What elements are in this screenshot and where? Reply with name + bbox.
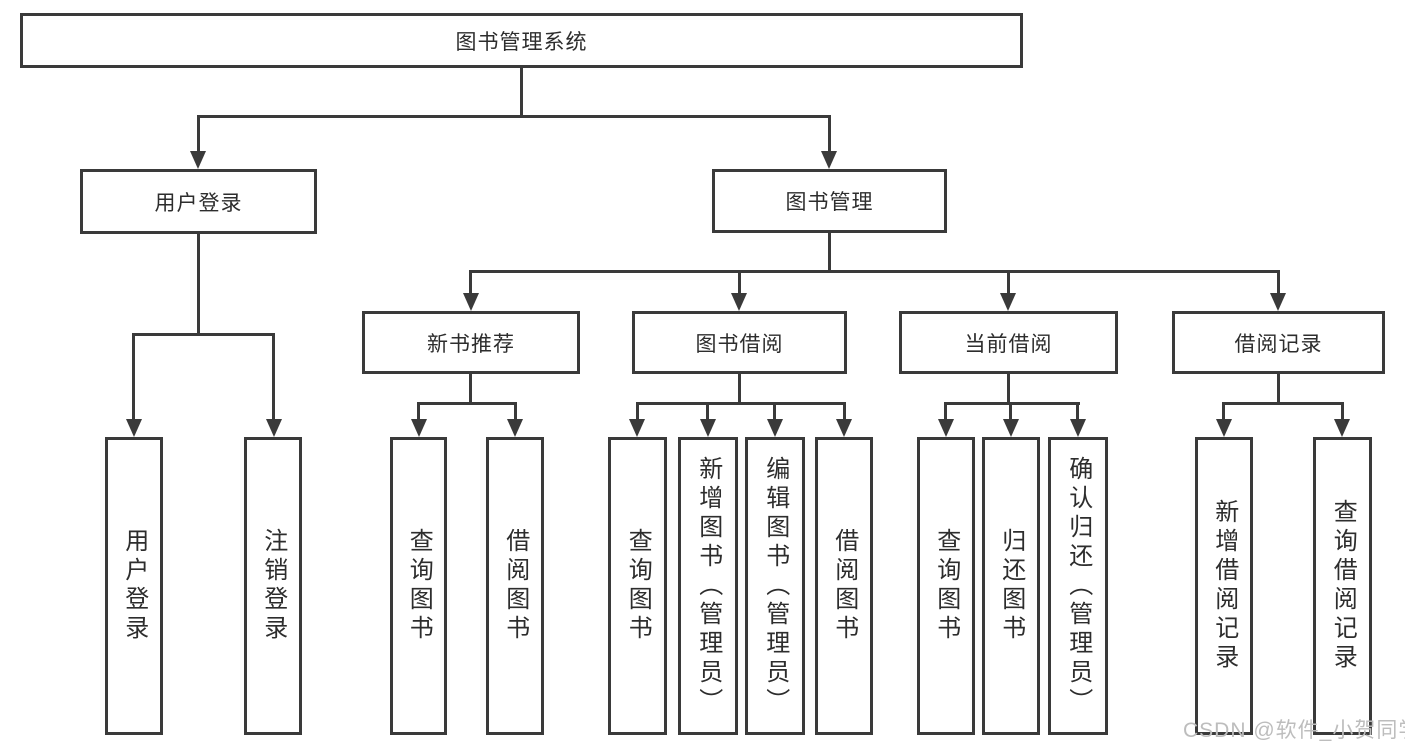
leaf-add-book-admin-label: 新增图书（管理员） <box>694 455 722 717</box>
leaf-user-login: 用户登录 <box>105 437 163 735</box>
connector-line <box>944 402 947 423</box>
connector-line <box>469 270 1280 273</box>
leaf-add-borrow-record-label: 新增借阅记录 <box>1210 499 1238 673</box>
arrow-down-icon <box>1003 419 1019 437</box>
leaf-user-login-label: 用户登录 <box>120 528 148 644</box>
connector-line <box>417 402 517 405</box>
node-borrowing-records-label: 借阅记录 <box>1234 332 1323 356</box>
leaf-borrow-book-recommend-label: 借阅图书 <box>501 528 529 644</box>
connector-line <box>197 115 200 155</box>
leaf-edit-book-admin-label: 编辑图书（管理员） <box>761 455 789 717</box>
leaf-borrow-book-label: 借阅图书 <box>830 528 858 644</box>
connector-line <box>132 333 275 336</box>
node-user-login-label: 用户登录 <box>154 191 243 215</box>
leaf-borrow-book-recommend: 借阅图书 <box>486 437 544 735</box>
arrow-down-icon <box>190 151 206 169</box>
arrow-down-icon <box>1070 419 1086 437</box>
arrow-down-icon <box>700 419 716 437</box>
leaf-query-book-recommend: 查询图书 <box>390 437 447 735</box>
connector-line <box>1007 374 1010 405</box>
node-book-management-label: 图书管理 <box>785 191 874 214</box>
connector-line <box>469 270 472 296</box>
leaf-confirm-return-admin-label: 确认归还（管理员） <box>1064 455 1092 717</box>
connector-line <box>773 402 776 423</box>
connector-line <box>828 233 831 273</box>
connector-line <box>1277 374 1280 405</box>
arrow-down-icon <box>938 419 954 437</box>
connector-line <box>469 374 472 405</box>
leaf-logout: 注销登录 <box>244 437 302 735</box>
leaf-add-book-admin: 新增图书（管理员） <box>678 437 738 735</box>
leaf-return-book: 归还图书 <box>982 437 1040 735</box>
leaf-logout-label: 注销登录 <box>259 528 287 644</box>
arrow-down-icon <box>411 419 427 437</box>
connector-line <box>1007 270 1010 296</box>
csdn-watermark: CSDN @软件_小贺同学 <box>1183 719 1405 742</box>
node-current-borrowing-label: 当前借阅 <box>964 332 1053 356</box>
connector-line <box>272 333 275 423</box>
leaf-query-book-current: 查询图书 <box>917 437 975 735</box>
node-library-system: 图书管理系统 <box>20 13 1023 68</box>
arrow-down-icon <box>821 151 837 169</box>
connector-line <box>1341 402 1344 423</box>
connector-line <box>738 270 741 296</box>
leaf-query-book-current-label: 查询图书 <box>932 528 960 644</box>
connector-line <box>132 333 135 423</box>
node-user-login: 用户登录 <box>80 169 317 234</box>
leaf-query-book-recommend-label: 查询图书 <box>405 528 433 644</box>
connector-line <box>520 68 523 118</box>
node-borrowing-records: 借阅记录 <box>1172 311 1385 374</box>
arrow-down-icon <box>1334 419 1350 437</box>
connector-line <box>1076 402 1079 423</box>
connector-line <box>197 115 831 118</box>
connector-line <box>636 402 846 405</box>
leaf-query-borrow-record: 查询借阅记录 <box>1313 437 1372 735</box>
connector-line <box>828 115 831 155</box>
node-current-borrowing: 当前借阅 <box>899 311 1118 374</box>
connector-line <box>843 402 846 423</box>
arrow-down-icon <box>767 419 783 437</box>
arrow-down-icon <box>1216 419 1232 437</box>
connector-line <box>1277 270 1280 296</box>
leaf-edit-book-admin: 编辑图书（管理员） <box>745 437 805 735</box>
node-library-system-label: 图书管理系统 <box>455 30 588 54</box>
connector-line <box>636 402 639 423</box>
connector-line <box>1222 402 1225 423</box>
leaf-confirm-return-admin: 确认归还（管理员） <box>1048 437 1108 735</box>
arrow-down-icon <box>731 293 747 311</box>
node-book-management: 图书管理 <box>712 169 947 233</box>
connector-line <box>514 402 517 423</box>
arrow-down-icon <box>1270 293 1286 311</box>
leaf-return-book-label: 归还图书 <box>997 528 1025 644</box>
connector-line <box>197 234 200 336</box>
leaf-query-borrow-record-label: 查询借阅记录 <box>1329 499 1357 673</box>
arrow-down-icon <box>507 419 523 437</box>
node-new-book-recommendation: 新书推荐 <box>362 311 580 374</box>
connector-line <box>417 402 420 423</box>
node-book-borrowing: 图书借阅 <box>632 311 847 374</box>
connector-line <box>1222 402 1344 405</box>
arrow-down-icon <box>629 419 645 437</box>
connector-line <box>738 374 741 405</box>
leaf-query-book-borrowing: 查询图书 <box>608 437 667 735</box>
arrow-down-icon <box>836 419 852 437</box>
connector-line <box>944 402 1080 405</box>
arrow-down-icon <box>1000 293 1016 311</box>
leaf-borrow-book: 借阅图书 <box>815 437 873 735</box>
arrow-down-icon <box>266 419 282 437</box>
connector-line <box>706 402 709 423</box>
arrow-down-icon <box>126 419 142 437</box>
node-book-borrowing-label: 图书借阅 <box>695 332 784 356</box>
leaf-query-book-borrowing-label: 查询图书 <box>624 528 652 644</box>
connector-line <box>1009 402 1012 423</box>
node-new-book-recommendation-label: 新书推荐 <box>427 332 515 356</box>
arrow-down-icon <box>463 293 479 311</box>
leaf-add-borrow-record: 新增借阅记录 <box>1195 437 1253 735</box>
